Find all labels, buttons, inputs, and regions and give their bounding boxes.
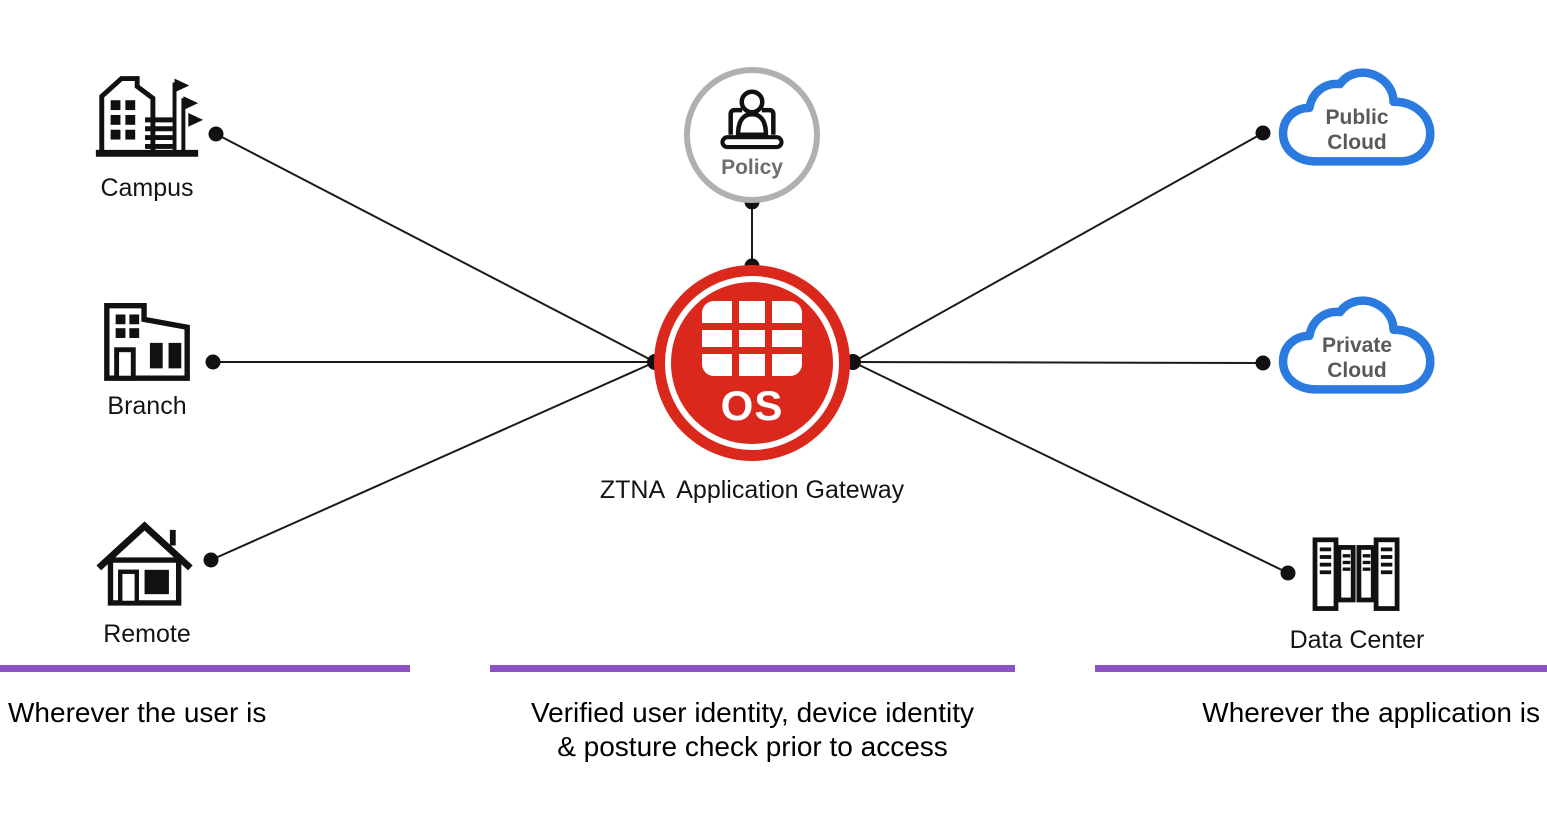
branch-building-icon (104, 302, 190, 381)
ztna-gateway-circle: OS (654, 265, 850, 461)
data-center-node: Data Center (1272, 536, 1442, 655)
data-center-icon (1312, 537, 1400, 611)
endpoint-dot-campus (208, 126, 224, 142)
remote-label: Remote (103, 620, 191, 648)
private-cloud-label: Private Cloud (1272, 334, 1442, 384)
campus-label: Campus (100, 174, 194, 202)
endpoint-dot-remote (203, 552, 219, 568)
connector-gateway-private-cloud (852, 361, 1264, 364)
endpoint-dot-public-cloud (1255, 125, 1271, 141)
branch-node: Branch (62, 288, 232, 421)
zone-bar-middle (490, 665, 1015, 672)
private-cloud-line2: Cloud (1327, 358, 1387, 382)
zone-caption-middle-line1: Verified user identity, device identity (530, 697, 975, 728)
endpoint-dot-private-cloud (1255, 355, 1271, 371)
gateway-inner-ring (665, 276, 839, 450)
zone-bar-right (1095, 665, 1547, 672)
campus-node: Campus (62, 58, 232, 203)
connector-gateway-campus (215, 133, 656, 363)
endpoint-dot-branch (205, 354, 221, 370)
public-cloud-label: Public Cloud (1272, 106, 1442, 156)
policy-node: Policy (684, 67, 820, 203)
policy-label: Policy (721, 156, 783, 179)
zone-caption-left: Wherever the user is (8, 697, 267, 728)
data-center-label: Data Center (1289, 626, 1425, 654)
private-cloud-node: Private Cloud (1272, 296, 1442, 408)
campus-building-icon (95, 76, 204, 157)
public-cloud-line1: Public (1325, 106, 1389, 129)
os-label: OS (720, 382, 784, 429)
branch-label: Branch (107, 392, 187, 420)
private-cloud-line1: Private (1321, 334, 1393, 357)
zone-caption-middle-line2: & posture check prior to access (557, 730, 948, 762)
public-cloud-line2: Cloud (1327, 130, 1387, 154)
zone-bar-left (0, 665, 410, 672)
remote-node: Remote (62, 512, 232, 649)
zone-caption-right: Wherever the application is (1202, 697, 1540, 728)
public-cloud-icon (1278, 68, 1435, 166)
public-cloud-node: Public Cloud (1272, 68, 1442, 180)
person-laptop-icon (720, 89, 784, 150)
zone-caption-middle: Verified user identity, device identity … (470, 696, 1035, 763)
private-cloud-icon (1278, 296, 1435, 394)
remote-house-icon (96, 521, 193, 606)
connector-gateway-data-center (852, 361, 1289, 574)
gateway-caption: ZTNA Application Gateway (599, 476, 905, 504)
fortinet-logo-icon (702, 301, 802, 376)
connector-gateway-remote (210, 361, 656, 561)
connector-gateway-public-cloud (852, 132, 1264, 363)
endpoint-dot-data-center (1280, 565, 1296, 581)
